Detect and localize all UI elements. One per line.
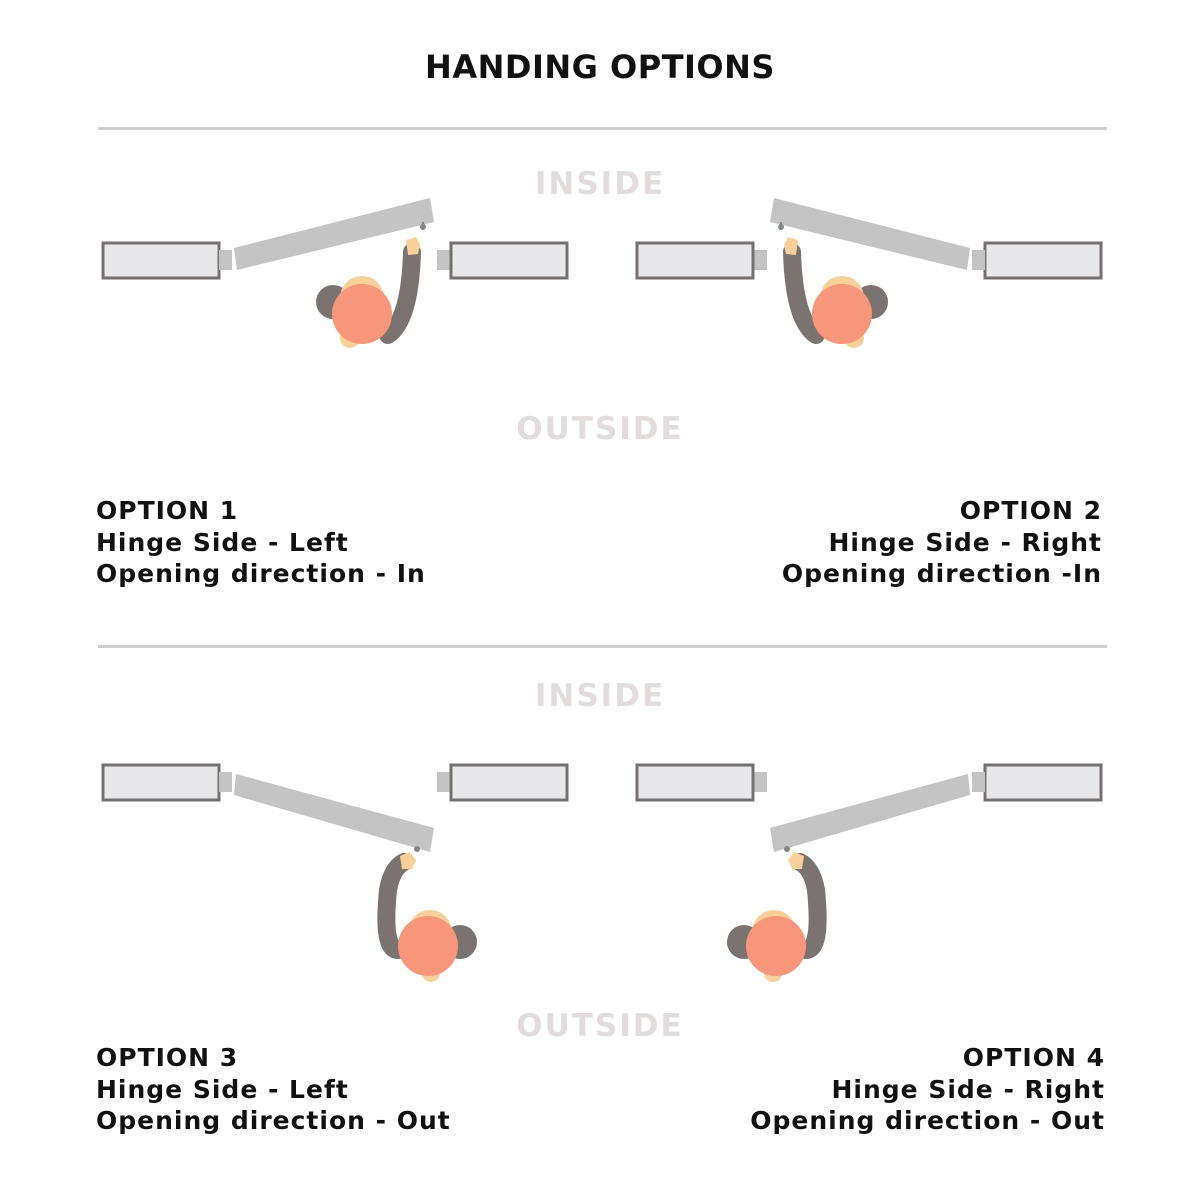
option-hinge: Hinge Side - Left <box>96 1074 349 1104</box>
option-direction: Opening direction -In <box>781 559 1102 588</box>
option-hinge: Hinge Side - Right <box>831 1074 1105 1104</box>
option-4-caption: OPTION 4 Hinge Side - Right Opening dire… <box>750 1042 1105 1137</box>
option-hinge: Hinge Side - Left <box>96 527 349 557</box>
option-2-diagram <box>637 198 1101 348</box>
option-name: OPTION 3 <box>96 1043 239 1072</box>
option-hinge: Hinge Side - Right <box>828 527 1102 557</box>
option-name: OPTION 4 <box>962 1043 1105 1072</box>
divider-top <box>98 127 1107 130</box>
option-1-caption: OPTION 1 Hinge Side - Left Opening direc… <box>96 495 426 590</box>
option-name: OPTION 1 <box>96 496 239 525</box>
divider-middle <box>98 645 1107 648</box>
option-direction: Opening direction - Out <box>750 1106 1105 1135</box>
outside-label-bottom: OUTSIDE <box>516 1008 684 1044</box>
page-title: HANDING OPTIONS <box>425 48 775 86</box>
option-3-diagram <box>103 765 567 982</box>
option-1-diagram <box>103 198 567 348</box>
option-4-diagram <box>637 765 1101 982</box>
option-3-caption: OPTION 3 Hinge Side - Left Opening direc… <box>96 1042 451 1137</box>
option-name: OPTION 2 <box>959 496 1102 525</box>
outside-label-top: OUTSIDE <box>516 411 684 447</box>
option-direction: Opening direction - Out <box>96 1106 451 1135</box>
option-2-caption: OPTION 2 Hinge Side - Right Opening dire… <box>782 495 1102 590</box>
inside-label-bottom: INSIDE <box>534 678 666 714</box>
inside-label-top: INSIDE <box>534 166 666 202</box>
option-direction: Opening direction - In <box>96 559 426 588</box>
